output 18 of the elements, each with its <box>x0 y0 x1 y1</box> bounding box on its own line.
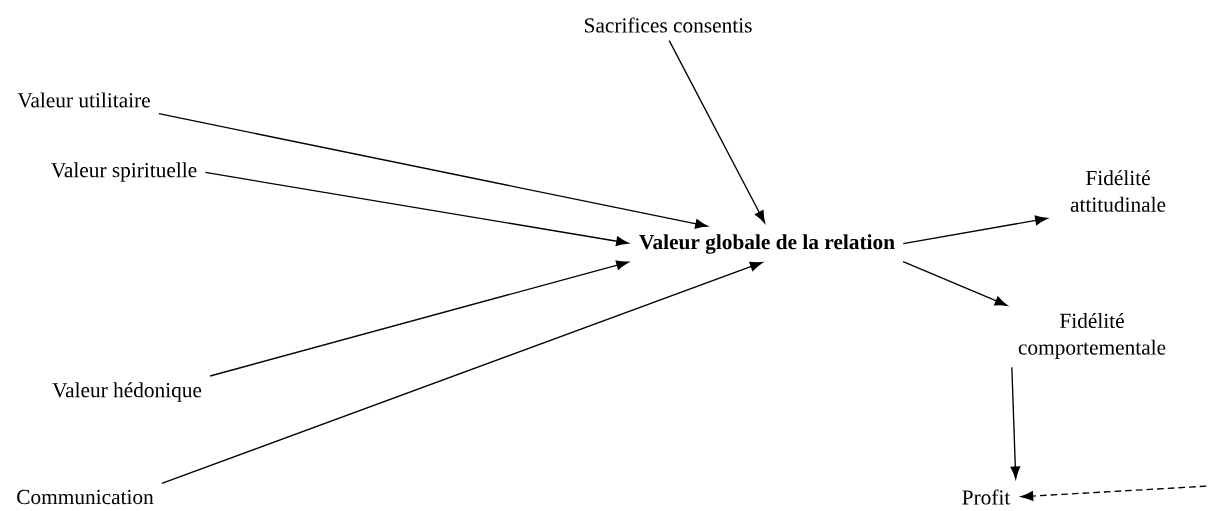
arrow <box>902 215 1048 245</box>
arrow <box>1020 485 1207 501</box>
arrow <box>1010 366 1021 479</box>
arrow <box>204 171 629 247</box>
node-label: Communication <box>17 489 154 505</box>
arrow <box>161 261 763 484</box>
node-label: Valeur hédonique <box>52 382 202 402</box>
arrow <box>158 113 708 229</box>
node-label: Fidélité attitudinale <box>1070 170 1166 212</box>
arrow <box>902 261 1008 306</box>
arrow <box>668 39 766 224</box>
node-label: Valeur spirituelle <box>51 162 197 182</box>
node-label: Fidélité comportementale <box>1018 313 1166 359</box>
arrow <box>209 260 629 377</box>
node-label: Valeur utilitaire <box>17 92 150 108</box>
node-label: Valeur globale de la relation <box>639 234 895 254</box>
node-label: Profit <box>962 489 1011 505</box>
node-label: Sacrifices consentis <box>585 17 752 33</box>
